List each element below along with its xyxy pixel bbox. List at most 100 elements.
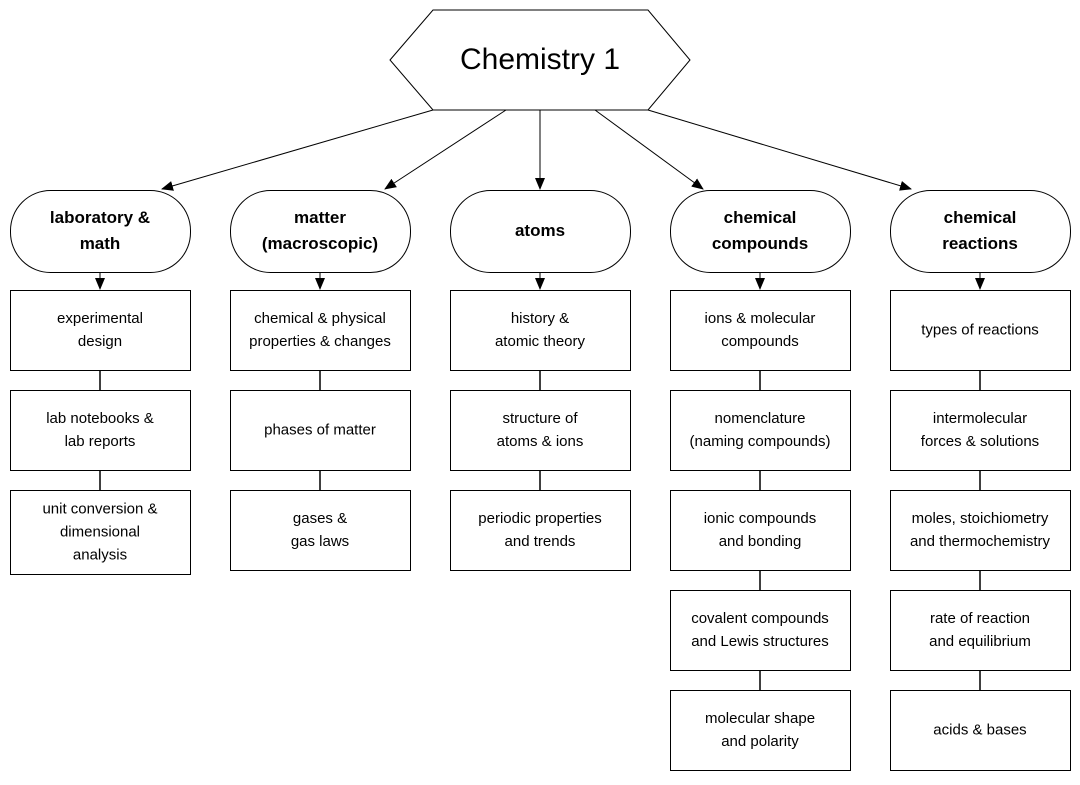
topic-label-line: phases of matter	[264, 421, 376, 438]
topic-label-line: rate of reaction	[930, 610, 1030, 627]
topic-label-line: (naming compounds)	[690, 433, 831, 450]
topic-box	[230, 290, 411, 371]
topic-label-line: periodic properties	[478, 510, 601, 527]
topic-node: chemical & physical properties & changes	[230, 290, 411, 371]
topic-box	[450, 390, 631, 471]
category-stadium	[670, 190, 851, 273]
topic-box	[670, 390, 851, 471]
topic-box	[890, 290, 1071, 371]
category-stadium	[890, 190, 1071, 273]
category-label-line: compounds	[712, 234, 808, 253]
topic-label-line: lab reports	[65, 433, 136, 450]
topic-box	[10, 490, 191, 575]
category-stadium	[450, 190, 631, 273]
topic-label-line: ionic compounds	[704, 510, 817, 527]
topic-label-line: and thermochemistry	[910, 533, 1051, 550]
topic-box	[670, 690, 851, 771]
topic-node: rate of reaction and equilibrium	[890, 590, 1071, 671]
topic-box	[230, 390, 411, 471]
topic-label-line: and bonding	[719, 533, 802, 550]
topic-label-line: and equilibrium	[929, 633, 1031, 650]
connector-layer	[95, 109, 985, 690]
diagram-title: Chemistry 1	[460, 43, 620, 76]
topic-label-line: molecular shape	[705, 710, 815, 727]
topic-box	[670, 490, 851, 571]
category-label-line: reactions	[942, 234, 1018, 253]
category-stadium	[230, 190, 411, 273]
topic-node: intermolecular forces & solutions	[890, 390, 1071, 471]
topic-node: nomenclature (naming compounds)	[670, 390, 851, 471]
topic-node: lab notebooks & lab reports	[10, 390, 191, 471]
topic-label-line: unit conversion &	[42, 500, 157, 517]
topic-box	[450, 290, 631, 371]
topic-box	[450, 490, 631, 571]
topic-box	[890, 590, 1071, 671]
topic-box	[10, 390, 191, 471]
title-to-category-arrow	[384, 109, 507, 190]
topic-label-line: gases &	[293, 510, 347, 527]
topic-label-line: forces & solutions	[921, 433, 1039, 450]
topic-node: ionic compounds and bonding	[670, 490, 851, 571]
topic-label-line: atoms & ions	[497, 433, 584, 450]
topic-label-line: nomenclature	[715, 410, 806, 427]
category-node: laboratory & math	[10, 190, 191, 273]
topic-label-line: structure of	[502, 410, 578, 427]
topic-node: periodic properties and trends	[450, 490, 631, 571]
topic-label-line: experimental	[57, 310, 143, 327]
topic-box	[10, 290, 191, 371]
category-node: chemical compounds	[670, 190, 851, 273]
topic-node: gases & gas laws	[230, 490, 411, 571]
topic-label-line: analysis	[73, 546, 127, 563]
topic-node: unit conversion & dimensional analysis	[10, 490, 191, 575]
topic-label-line: chemical & physical	[254, 310, 386, 327]
topic-label-line: acids & bases	[933, 721, 1026, 738]
topic-node: covalent compounds and Lewis structures	[670, 590, 851, 671]
topic-label-line: design	[78, 333, 122, 350]
topic-label-line: history &	[511, 310, 569, 327]
topic-node: types of reactions	[890, 290, 1071, 371]
category-label-line: chemical	[944, 208, 1017, 227]
category-label-line: laboratory &	[50, 208, 150, 227]
topic-label-line: and Lewis structures	[691, 633, 829, 650]
topic-label-line: covalent compounds	[691, 610, 829, 627]
topic-label-line: ions & molecular	[705, 310, 816, 327]
topic-box	[890, 690, 1071, 771]
topic-label-line: atomic theory	[495, 333, 586, 350]
title-to-category-arrow	[647, 109, 912, 191]
topic-box	[670, 590, 851, 671]
node-layer: laboratory & math experimental design lab no…	[10, 190, 1071, 771]
topic-node: ions & molecular compounds	[670, 290, 851, 371]
topic-node: experimental design	[10, 290, 191, 371]
title-to-category-arrow	[594, 109, 704, 190]
topic-box	[230, 490, 411, 571]
topic-label-line: types of reactions	[921, 321, 1039, 338]
topic-label-line: lab notebooks &	[46, 410, 154, 427]
topic-label-line: moles, stoichiometry	[912, 510, 1049, 527]
topic-box	[670, 290, 851, 371]
topic-label-line: properties & changes	[249, 333, 391, 350]
topic-box	[890, 490, 1071, 571]
topic-label-line: dimensional	[60, 523, 140, 540]
topic-label-line: intermolecular	[933, 410, 1027, 427]
category-label-line: atoms	[515, 221, 565, 240]
category-node: atoms	[450, 190, 631, 273]
title-to-category-arrow	[161, 109, 434, 191]
category-label-line: (macroscopic)	[262, 234, 378, 253]
topic-label-line: compounds	[721, 333, 799, 350]
topic-label-line: and trends	[505, 533, 576, 550]
category-label-line: chemical	[724, 208, 797, 227]
title-node: Chemistry 1	[389, 9, 691, 111]
category-label-line: math	[80, 234, 121, 253]
topic-label-line: and polarity	[721, 733, 799, 750]
category-node: chemical reactions	[890, 190, 1071, 273]
topic-node: acids & bases	[890, 690, 1071, 771]
topic-node: structure of atoms & ions	[450, 390, 631, 471]
topic-box	[890, 390, 1071, 471]
topic-label-line: gas laws	[291, 533, 349, 550]
topic-node: phases of matter	[230, 390, 411, 471]
topic-node: molecular shape and polarity	[670, 690, 851, 771]
category-label-line: matter	[294, 208, 346, 227]
category-stadium	[10, 190, 191, 273]
category-node: matter (macroscopic)	[230, 190, 411, 273]
